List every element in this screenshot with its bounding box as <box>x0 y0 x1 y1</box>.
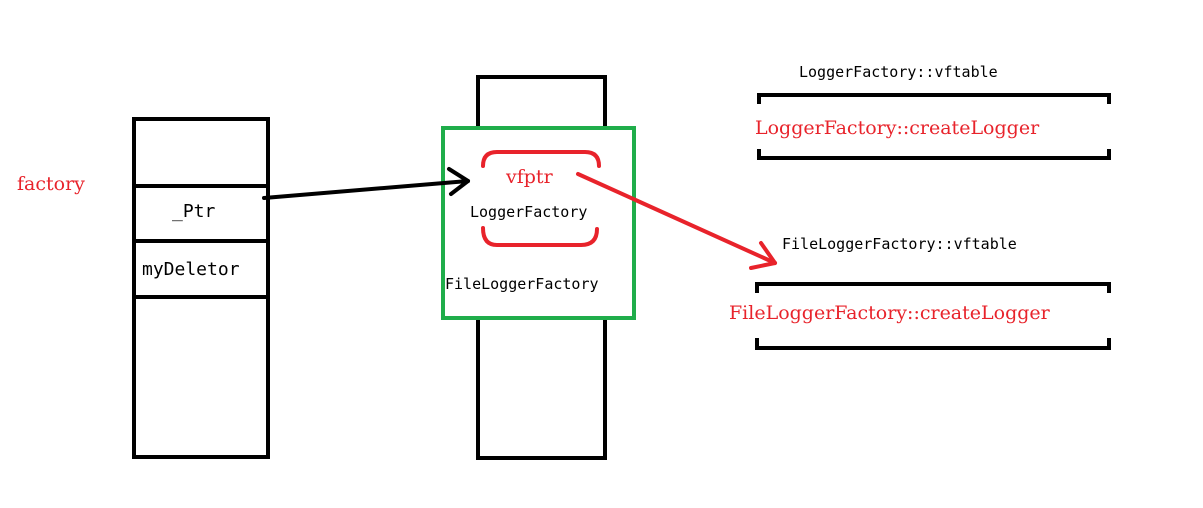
ptr-arrow-shaft <box>262 179 470 200</box>
derived-class-label: FileLoggerFactory <box>445 275 599 293</box>
factory-variable-label: factory <box>17 173 85 195</box>
ptr-arrow-head <box>447 167 470 196</box>
vfptr-label: vfptr <box>506 166 553 188</box>
stack-field-mydeletor: myDeletor <box>142 259 240 280</box>
base-class-label: LoggerFactory <box>470 203 588 221</box>
file-logger-vftable-bracket <box>755 282 1111 350</box>
vfptr-highlight-red <box>481 150 601 247</box>
logger-vftable-title: LoggerFactory::vftable <box>799 63 998 81</box>
stack-block <box>132 117 270 459</box>
logger-vftable-entry: LoggerFactory::createLogger <box>755 117 1040 139</box>
logger-vftable-bracket <box>757 93 1111 160</box>
vfptr-arrow-head <box>749 241 777 270</box>
file-logger-vftable-entry: FileLoggerFactory::createLogger <box>729 302 1050 324</box>
vfptr-arrow-shaft <box>576 172 777 265</box>
stack-field-ptr: _Ptr <box>172 201 216 222</box>
file-logger-vftable-title: FileLoggerFactory::vftable <box>782 235 1017 253</box>
object-highlight-green <box>441 126 636 320</box>
